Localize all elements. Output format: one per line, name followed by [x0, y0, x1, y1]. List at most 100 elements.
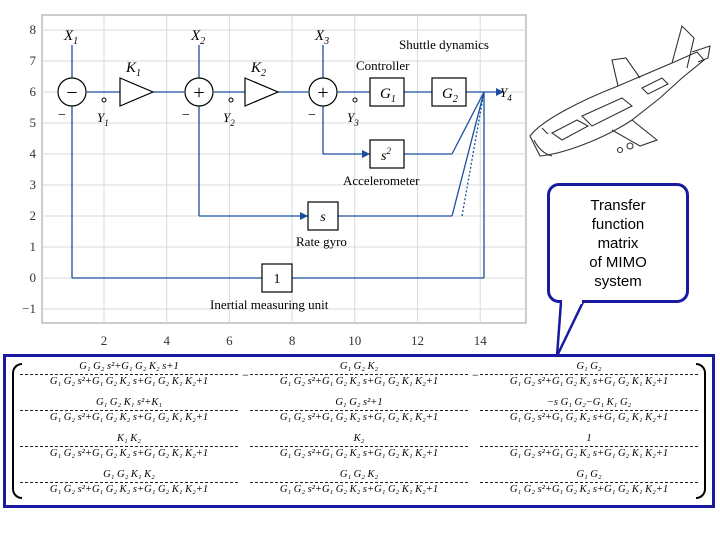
- accel-block-label: s2: [381, 146, 391, 164]
- matrix-sign: −: [472, 368, 479, 382]
- imu-block-label: 1: [274, 272, 281, 287]
- matrix-numerator: G₁ G₂: [576, 361, 602, 372]
- pickoff-dot-2: [228, 97, 234, 103]
- fraction-bar: [250, 482, 468, 483]
- callout-text: Transfer function matrix of MIMO system: [589, 196, 647, 290]
- fraction-bar: [480, 446, 698, 447]
- plant-g1-box: [369, 77, 405, 107]
- transfer-function-callout: Transfer function matrix of MIMO system: [547, 183, 689, 303]
- imu-box: [261, 263, 293, 293]
- matrix-denominator: G₁ G₂ s²+G₁ G₂ K₂ s+G₁ G₂ K₁ K₂+1: [509, 484, 669, 495]
- matrix-entry: G₁ G₂ K₂ G₁ G₂ s²+G₁ G₂ K₂ s+G₁ G₂ K₁ K₂+…: [250, 361, 468, 388]
- matrix-entry: −s G₁ G₂−G₁ K₁ G₂ G₁ G₂ s²+G₁ G₂ K₂ s+G₁ …: [480, 397, 698, 424]
- y-tick-label: 5: [30, 115, 37, 130]
- matrix-numerator: 1: [586, 433, 592, 444]
- matrix-numerator: G₁ G₂ K₂: [339, 361, 379, 372]
- summer-3: [308, 77, 338, 107]
- matrix-denominator: G₁ G₂ s²+G₁ G₂ K₂ s+G₁ G₂ K₁ K₂+1: [279, 376, 439, 387]
- matrix-numerator: K₁ K₂: [117, 433, 141, 444]
- y-tick-label: 2: [30, 208, 37, 223]
- matrix-denominator: G₁ G₂ s²+G₁ G₂ K₂ s+G₁ G₂ K₁ K₂+1: [49, 448, 209, 459]
- y-axis-ticks: 8 7 6 5 4 3 2 1 0 −1: [22, 22, 36, 316]
- matrix-denominator: G₁ G₂ s²+G₁ G₂ K₂ s+G₁ G₂ K₁ K₂+1: [49, 376, 209, 387]
- y-tick-label: 6: [30, 84, 37, 99]
- fraction-bar: [480, 482, 698, 483]
- matrix-numerator: G₁ G₂ K₂: [339, 469, 379, 480]
- fraction-bar: [250, 374, 468, 375]
- summer-2-minus: −: [182, 108, 190, 123]
- accelerometer-label: Accelerometer: [343, 173, 420, 188]
- pickoff-rate2: [461, 91, 485, 217]
- matrix-entry: 1 G₁ G₂ s²+G₁ G₂ K₂ s+G₁ G₂ K₁ K₂+1: [480, 433, 698, 460]
- matrix-numerator: −s G₁ G₂−G₁ K₁ G₂: [546, 397, 632, 408]
- matrix-denominator: G₁ G₂ s²+G₁ G₂ K₂ s+G₁ G₂ K₁ K₂+1: [49, 484, 209, 495]
- arrow-accel: [362, 150, 370, 158]
- rate-block-label: s: [320, 210, 326, 225]
- arrow-rate: [300, 212, 308, 220]
- fraction-bar: [480, 410, 698, 411]
- matrix-entry: G₁ G₂ s²+1 G₁ G₂ s²+G₁ G₂ K₂ s+G₁ G₂ K₁ K…: [250, 397, 468, 424]
- pickoff-accel: [451, 91, 485, 155]
- fraction-bar: [250, 446, 468, 447]
- x-tick-label: 12: [411, 333, 424, 348]
- fraction-bar: [250, 410, 468, 411]
- summer-2: [184, 77, 214, 107]
- y-tick-label: 1: [30, 239, 37, 254]
- matrix-left-bracket: [12, 363, 22, 499]
- plant-g2-box: [431, 77, 467, 107]
- shuttle-dynamics-label: Shuttle dynamics: [399, 37, 489, 52]
- fraction-bar: [480, 374, 698, 375]
- gain-k1-shape: [119, 77, 155, 107]
- y-tick-label: 7: [30, 53, 37, 68]
- gain-k2-shape: [244, 77, 280, 107]
- matrix-denominator: G₁ G₂ s²+G₁ G₂ K₂ s+G₁ G₂ K₁ K₂+1: [509, 412, 669, 423]
- x-tick-label: 14: [474, 333, 488, 348]
- controller-label: Controller: [356, 58, 410, 73]
- matrix-numerator: K₂: [353, 433, 365, 444]
- plant-g2-label: G2: [442, 86, 458, 105]
- accel-box: [369, 139, 405, 169]
- y-tick-label: 0: [30, 270, 37, 285]
- y-tick-label: 4: [30, 146, 37, 161]
- pickoff-dot-3: [352, 97, 358, 103]
- y-tick-label: 3: [30, 177, 37, 192]
- output-y1-label: Y1: [97, 110, 109, 128]
- input-x3-label: X3: [314, 28, 329, 47]
- gain-k2-label: K2: [250, 60, 266, 79]
- matrix-entry: K₁ K₂ G₁ G₂ s²+G₁ G₂ K₂ s+G₁ G₂ K₁ K₂+1: [20, 433, 238, 460]
- matrix-denominator: G₁ G₂ s²+G₁ G₂ K₂ s+G₁ G₂ K₁ K₂+1: [509, 448, 669, 459]
- arrow-y4: [496, 88, 504, 96]
- space-shuttle-illustration: [529, 24, 711, 157]
- summer-2-sign: +: [193, 82, 204, 104]
- output-y2-label: Y2: [223, 110, 235, 128]
- matrix-denominator: G₁ G₂ s²+G₁ G₂ K₂ s+G₁ G₂ K₁ K₂+1: [279, 448, 439, 459]
- matrix-entry: K₂ G₁ G₂ s²+G₁ G₂ K₂ s+G₁ G₂ K₁ K₂+1: [250, 433, 468, 460]
- y-tick-label: 8: [30, 22, 37, 37]
- input-x2-label: X2: [190, 28, 205, 47]
- y-tick-label: −1: [22, 301, 36, 316]
- matrix-numerator: G₁ G₂ K₁ s²+K₁: [96, 397, 162, 408]
- plant-g1-label: G1: [380, 86, 396, 105]
- callout-pointer: [555, 300, 585, 357]
- matrix-sign: −: [242, 368, 249, 382]
- pickoff-dot-1: [101, 97, 107, 103]
- rate-gyro-label: Rate gyro: [296, 234, 347, 249]
- gain-k1-label: K1: [125, 60, 141, 79]
- x-tick-label: 10: [348, 333, 361, 348]
- summer-1-sign: −: [66, 82, 77, 104]
- output-y4-label: Y4: [500, 85, 512, 103]
- x-tick-label: 8: [289, 333, 296, 348]
- matrix-denominator: G₁ G₂ s²+G₁ G₂ K₂ s+G₁ G₂ K₁ K₂+1: [279, 412, 439, 423]
- matrix-numerator: G₁ G₂ s²+1: [335, 397, 383, 408]
- summer-3-sign: +: [317, 82, 328, 104]
- input-x1-label: X1: [63, 28, 78, 47]
